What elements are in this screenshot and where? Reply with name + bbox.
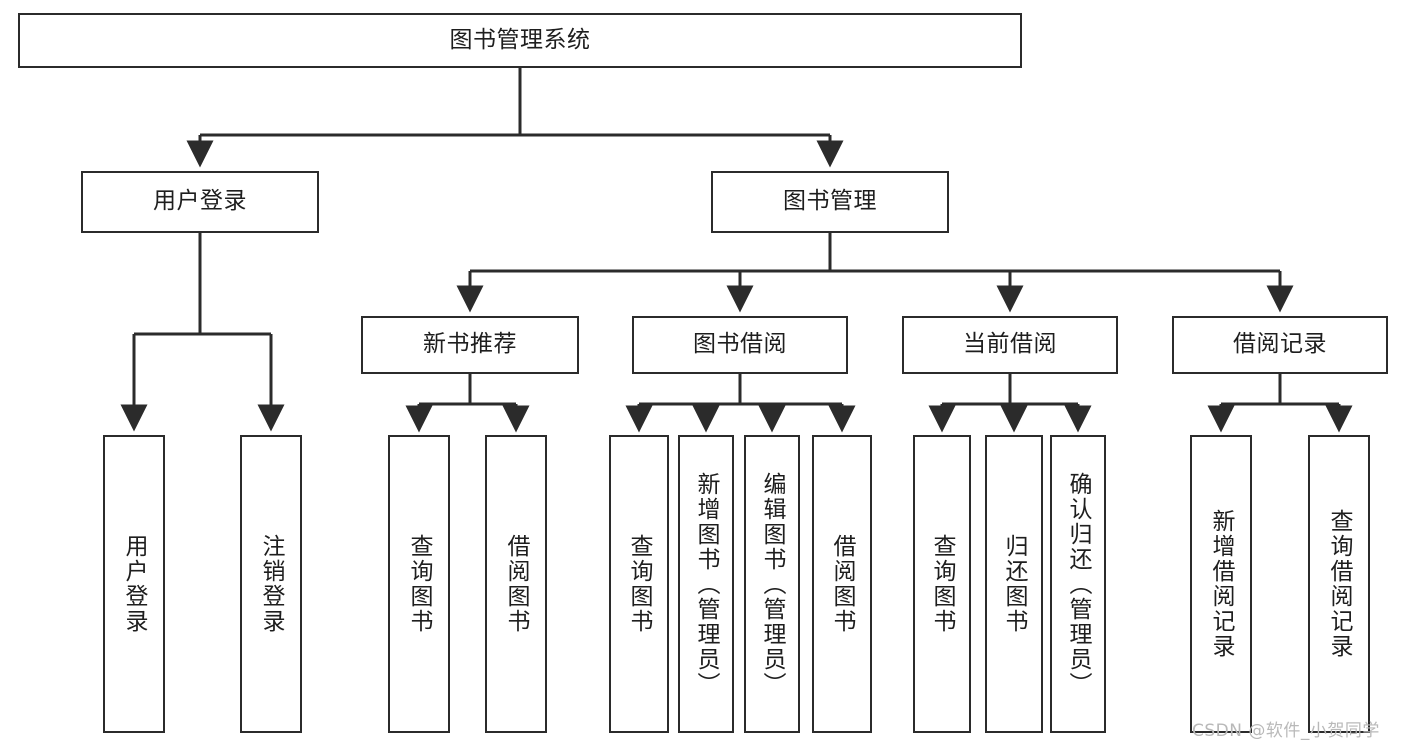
node-current-borrow[interactable]: 当前借阅 — [902, 316, 1118, 374]
node-leaf-borrow-book-2-label: 借阅图书 — [829, 534, 856, 634]
node-root-label: 图书管理系统 — [449, 26, 591, 53]
node-book-manage[interactable]: 图书管理 — [711, 171, 949, 233]
node-root[interactable]: 图书管理系统 — [18, 13, 1022, 68]
node-leaf-borrow-book-1-label: 借阅图书 — [503, 534, 530, 634]
node-leaf-borrow-book-1[interactable]: 借阅图书 — [485, 435, 547, 733]
node-leaf-query-book-3-label: 查询图书 — [929, 534, 956, 634]
node-book-borrow-label: 图书借阅 — [693, 331, 787, 358]
node-leaf-logout[interactable]: 注销登录 — [240, 435, 302, 733]
node-leaf-query-book-2[interactable]: 查询图书 — [609, 435, 669, 733]
node-leaf-logout-label: 注销登录 — [258, 534, 285, 634]
node-leaf-user-login-label: 用户登录 — [121, 534, 148, 634]
node-leaf-return-book-label: 归还图书 — [1001, 534, 1028, 634]
node-leaf-query-record[interactable]: 查询借阅记录 — [1308, 435, 1370, 733]
node-leaf-user-login[interactable]: 用户登录 — [103, 435, 165, 733]
node-user-login-label: 用户登录 — [153, 188, 247, 215]
csdn-watermark: CSDN @软件_小贺同学 — [1192, 721, 1380, 741]
node-leaf-edit-book[interactable]: 编辑图书（管理员） — [744, 435, 800, 733]
node-leaf-edit-book-label: 编辑图书（管理员） — [759, 471, 786, 697]
node-leaf-confirm-return[interactable]: 确认归还（管理员） — [1050, 435, 1106, 733]
node-book-manage-label: 图书管理 — [783, 188, 877, 215]
node-leaf-borrow-book-2[interactable]: 借阅图书 — [812, 435, 872, 733]
node-leaf-confirm-return-label: 确认归还（管理员） — [1065, 471, 1092, 697]
node-leaf-add-book[interactable]: 新增图书（管理员） — [678, 435, 734, 733]
node-leaf-add-record[interactable]: 新增借阅记录 — [1190, 435, 1252, 733]
node-leaf-add-book-label: 新增图书（管理员） — [693, 471, 720, 697]
node-leaf-add-record-label: 新增借阅记录 — [1208, 509, 1235, 659]
node-leaf-query-record-label: 查询借阅记录 — [1326, 509, 1353, 659]
node-borrow-record[interactable]: 借阅记录 — [1172, 316, 1388, 374]
node-leaf-query-book-2-label: 查询图书 — [626, 534, 653, 634]
node-borrow-record-label: 借阅记录 — [1233, 331, 1327, 358]
node-leaf-query-book-1[interactable]: 查询图书 — [388, 435, 450, 733]
node-book-borrow[interactable]: 图书借阅 — [632, 316, 848, 374]
node-new-book-rec-label: 新书推荐 — [423, 331, 517, 358]
node-leaf-query-book-3[interactable]: 查询图书 — [913, 435, 971, 733]
node-leaf-query-book-1-label: 查询图书 — [406, 534, 433, 634]
node-leaf-return-book[interactable]: 归还图书 — [985, 435, 1043, 733]
node-new-book-rec[interactable]: 新书推荐 — [361, 316, 579, 374]
node-current-borrow-label: 当前借阅 — [963, 331, 1057, 358]
node-user-login[interactable]: 用户登录 — [81, 171, 319, 233]
